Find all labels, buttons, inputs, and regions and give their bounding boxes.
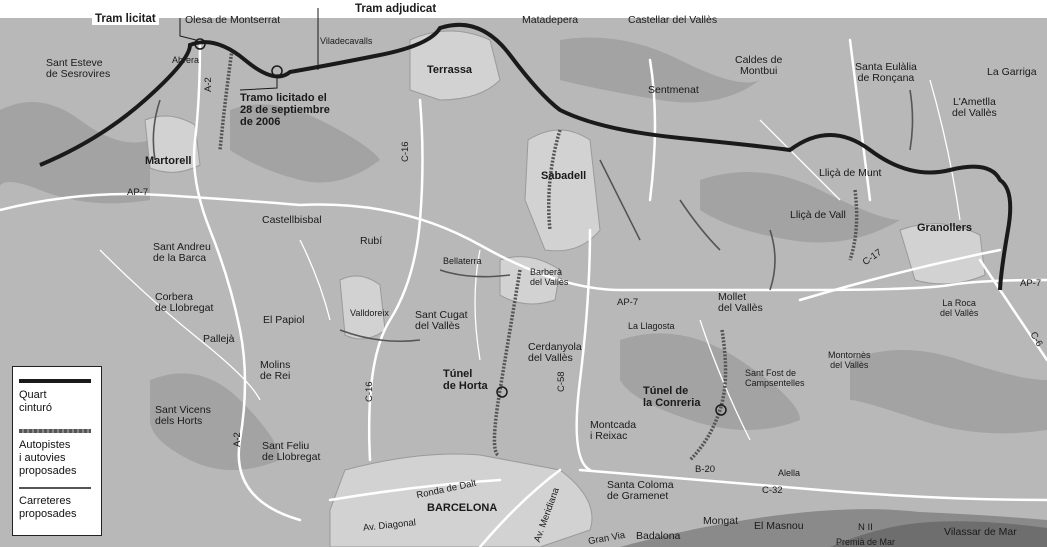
road-n2: N II xyxy=(858,522,873,533)
road-a2-north: A-2 xyxy=(203,77,214,92)
place-granollers: Granollers xyxy=(917,222,973,234)
proposed-roads xyxy=(152,89,914,342)
place-cerdanyola: Cerdanyola del Vallès xyxy=(528,341,582,364)
place-la-garriga: La Garriga xyxy=(987,66,1037,78)
place-mollet: Mollet del Vallès xyxy=(718,291,763,314)
road-c32: C-32 xyxy=(762,485,783,496)
proposed-highways xyxy=(218,49,859,462)
place-sant-esteve: Sant Esteve de Sesrovires xyxy=(46,57,111,80)
place-terrassa: Terrassa xyxy=(427,64,473,76)
place-llica-munt: Lliçà de Munt xyxy=(819,167,882,179)
place-mongat: Mongat xyxy=(703,515,739,527)
place-el-masnou: El Masnou xyxy=(754,520,804,532)
road-c58: C-58 xyxy=(556,371,567,392)
road-b20: B-20 xyxy=(695,464,716,475)
place-santa-coloma: Santa Coloma de Gramenet xyxy=(607,479,674,502)
place-sant-fost: Sant Fost de Campsentelles xyxy=(745,368,805,388)
place-montcada: Montcada i Reixac xyxy=(590,419,637,442)
place-la-roca: La Roca del Vallès xyxy=(940,298,979,318)
place-el-papiol: El Papiol xyxy=(263,314,305,326)
place-olesa: Olesa de Montserrat xyxy=(185,14,281,26)
place-castellar: Castellar del Vallès xyxy=(628,14,718,26)
place-barcelona: BARCELONA xyxy=(427,502,498,514)
place-sant-feliu: Sant Feliu de Llobregat xyxy=(262,440,321,463)
callout-tunel-horta: Túnel de Horta xyxy=(443,368,488,392)
tunel-horta-marker[interactable] xyxy=(496,386,508,398)
place-alella: Alella xyxy=(778,468,801,478)
place-abrera: Abrera xyxy=(172,55,200,65)
place-castellbisbal: Castellbisbal xyxy=(262,214,322,226)
road-network xyxy=(0,38,1047,547)
place-sabadell: Sabadell xyxy=(541,170,587,182)
place-viladecavalls: Viladecavalls xyxy=(320,36,373,46)
place-sentmenat: Sentmenat xyxy=(648,84,699,96)
legend-swatch-autopistes xyxy=(19,429,91,433)
place-sant-vicens: Sant Vicens dels Horts xyxy=(155,404,211,427)
road-c16-south: C-16 xyxy=(364,381,375,402)
callout-tram-adjudicat: Tram adjudicat xyxy=(352,3,440,15)
place-badalona: Badalona xyxy=(636,530,681,542)
place-matadepera: Matadepera xyxy=(522,14,579,26)
place-rubi: Rubí xyxy=(360,235,383,247)
legend-label-quart: Quart cinturó xyxy=(19,389,53,414)
place-ametlla: L'Ametlla del Vallès xyxy=(952,96,997,119)
legend-label-autopistes: Autopistes i autovies proposades xyxy=(19,439,77,477)
place-sant-andreu: Sant Andreu de la Barca xyxy=(153,241,211,264)
place-barbera: Barberà del Vallès xyxy=(530,267,569,287)
road-a2-south: A-2 xyxy=(232,432,243,447)
place-palleja: Pallejà xyxy=(203,333,235,345)
callout-tramo-licitado: Tramo licitado el 28 de septiembre de 20… xyxy=(240,92,330,128)
place-vilassar: Vilassar de Mar xyxy=(944,526,1017,538)
tram-licitat-marker[interactable] xyxy=(194,38,206,50)
place-martorell: Martorell xyxy=(145,155,192,167)
road-ap7-center: AP-7 xyxy=(617,297,639,308)
place-la-llagosta: La Llagosta xyxy=(628,321,675,331)
place-bellaterra: Bellaterra xyxy=(443,256,482,266)
minor-roads xyxy=(99,79,961,441)
place-corbera: Corbera de Llobregat xyxy=(155,291,214,314)
urban-areas xyxy=(144,30,986,547)
road-ap7-west: AP-7 xyxy=(127,187,149,198)
callout-tunel-conreria: Túnel de la Conreria xyxy=(643,385,701,409)
place-montornes: Montornès del Vallès xyxy=(828,350,871,370)
place-llica-vall: Lliçà de Vall xyxy=(790,209,846,221)
quart-cinturo-route xyxy=(39,22,1013,291)
legend-swatch-quart xyxy=(19,379,91,383)
road-ap7-east: AP-7 xyxy=(1020,278,1042,289)
place-premia: Premià de Mar xyxy=(836,537,896,547)
place-caldes: Caldes de Montbui xyxy=(735,54,783,77)
callout-tram-licitat: Tram licitat xyxy=(92,13,159,25)
place-santa-eulalia: Santa Eulàlia de Ronçana xyxy=(855,61,917,84)
map-legend: Quart cinturó Autopistes i autovies prop… xyxy=(12,366,102,536)
place-sant-cugat: Sant Cugat del Vallès xyxy=(415,309,468,332)
place-molins: Molins de Rei xyxy=(260,359,291,382)
legend-swatch-carreteres xyxy=(19,487,91,489)
legend-label-carreteres: Carreteres proposades xyxy=(19,495,77,520)
road-c16-north: C-16 xyxy=(400,141,411,162)
terrain-hills xyxy=(0,37,1047,470)
tunel-conreria-marker[interactable] xyxy=(715,404,727,416)
place-valldoreix: Valldoreix xyxy=(350,308,389,318)
